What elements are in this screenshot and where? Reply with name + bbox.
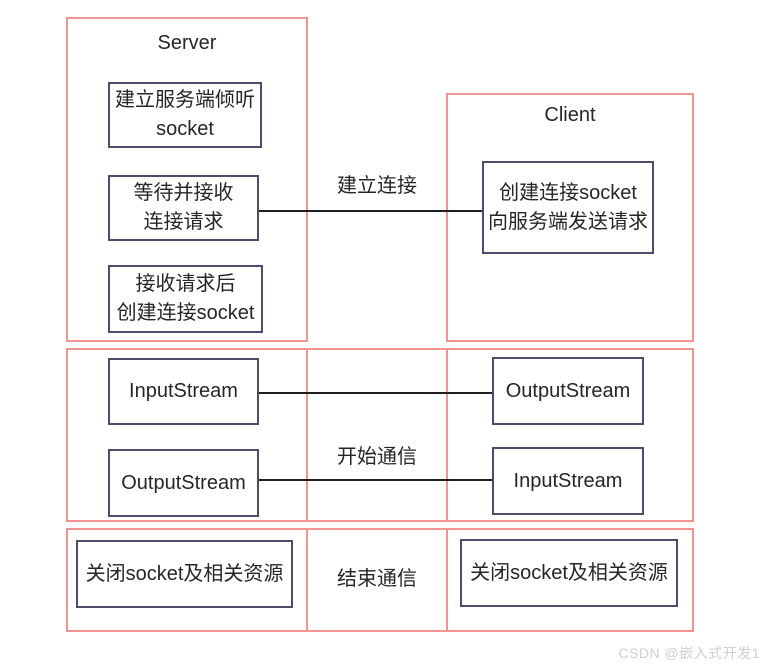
connector-input-to-output-line: [259, 392, 492, 394]
server-outputstream-box: OutputStream: [108, 449, 259, 517]
client-inputstream-box: InputStream: [492, 447, 644, 515]
client-close-box: 关闭socket及相关资源: [460, 539, 678, 607]
communication-band-left-divider: [306, 348, 308, 522]
server-title: Server: [157, 32, 217, 54]
connector-output-to-input-line: [259, 479, 492, 481]
csdn-watermark: CSDN @嵌入式开发1: [618, 645, 760, 661]
communication-band-right-divider: [446, 348, 448, 522]
label-start-communication: 开始通信: [337, 446, 417, 468]
server-close-box: 关闭socket及相关资源: [76, 540, 293, 608]
client-frame: [446, 93, 694, 342]
close-band-frame: [66, 528, 694, 632]
communication-band-frame: [66, 348, 694, 522]
client-title: Client: [544, 104, 596, 126]
client-outputstream-box: OutputStream: [492, 357, 644, 425]
server-wait-accept-box: 等待并接收 连接请求: [108, 175, 259, 241]
server-inputstream-box: InputStream: [108, 358, 259, 425]
client-connect-box: 创建连接socket 向服务端发送请求: [482, 161, 654, 254]
connector-establish-line: [259, 210, 482, 212]
close-band-right-divider: [446, 528, 448, 632]
server-frame: [66, 17, 308, 342]
server-create-connection-box: 接收请求后 创建连接socket: [108, 265, 263, 333]
close-band-left-divider: [306, 528, 308, 632]
server-listen-socket-box: 建立服务端倾听 socket: [108, 82, 262, 148]
label-establish-connection: 建立连接: [337, 175, 417, 197]
label-end-communication: 结束通信: [337, 568, 417, 590]
